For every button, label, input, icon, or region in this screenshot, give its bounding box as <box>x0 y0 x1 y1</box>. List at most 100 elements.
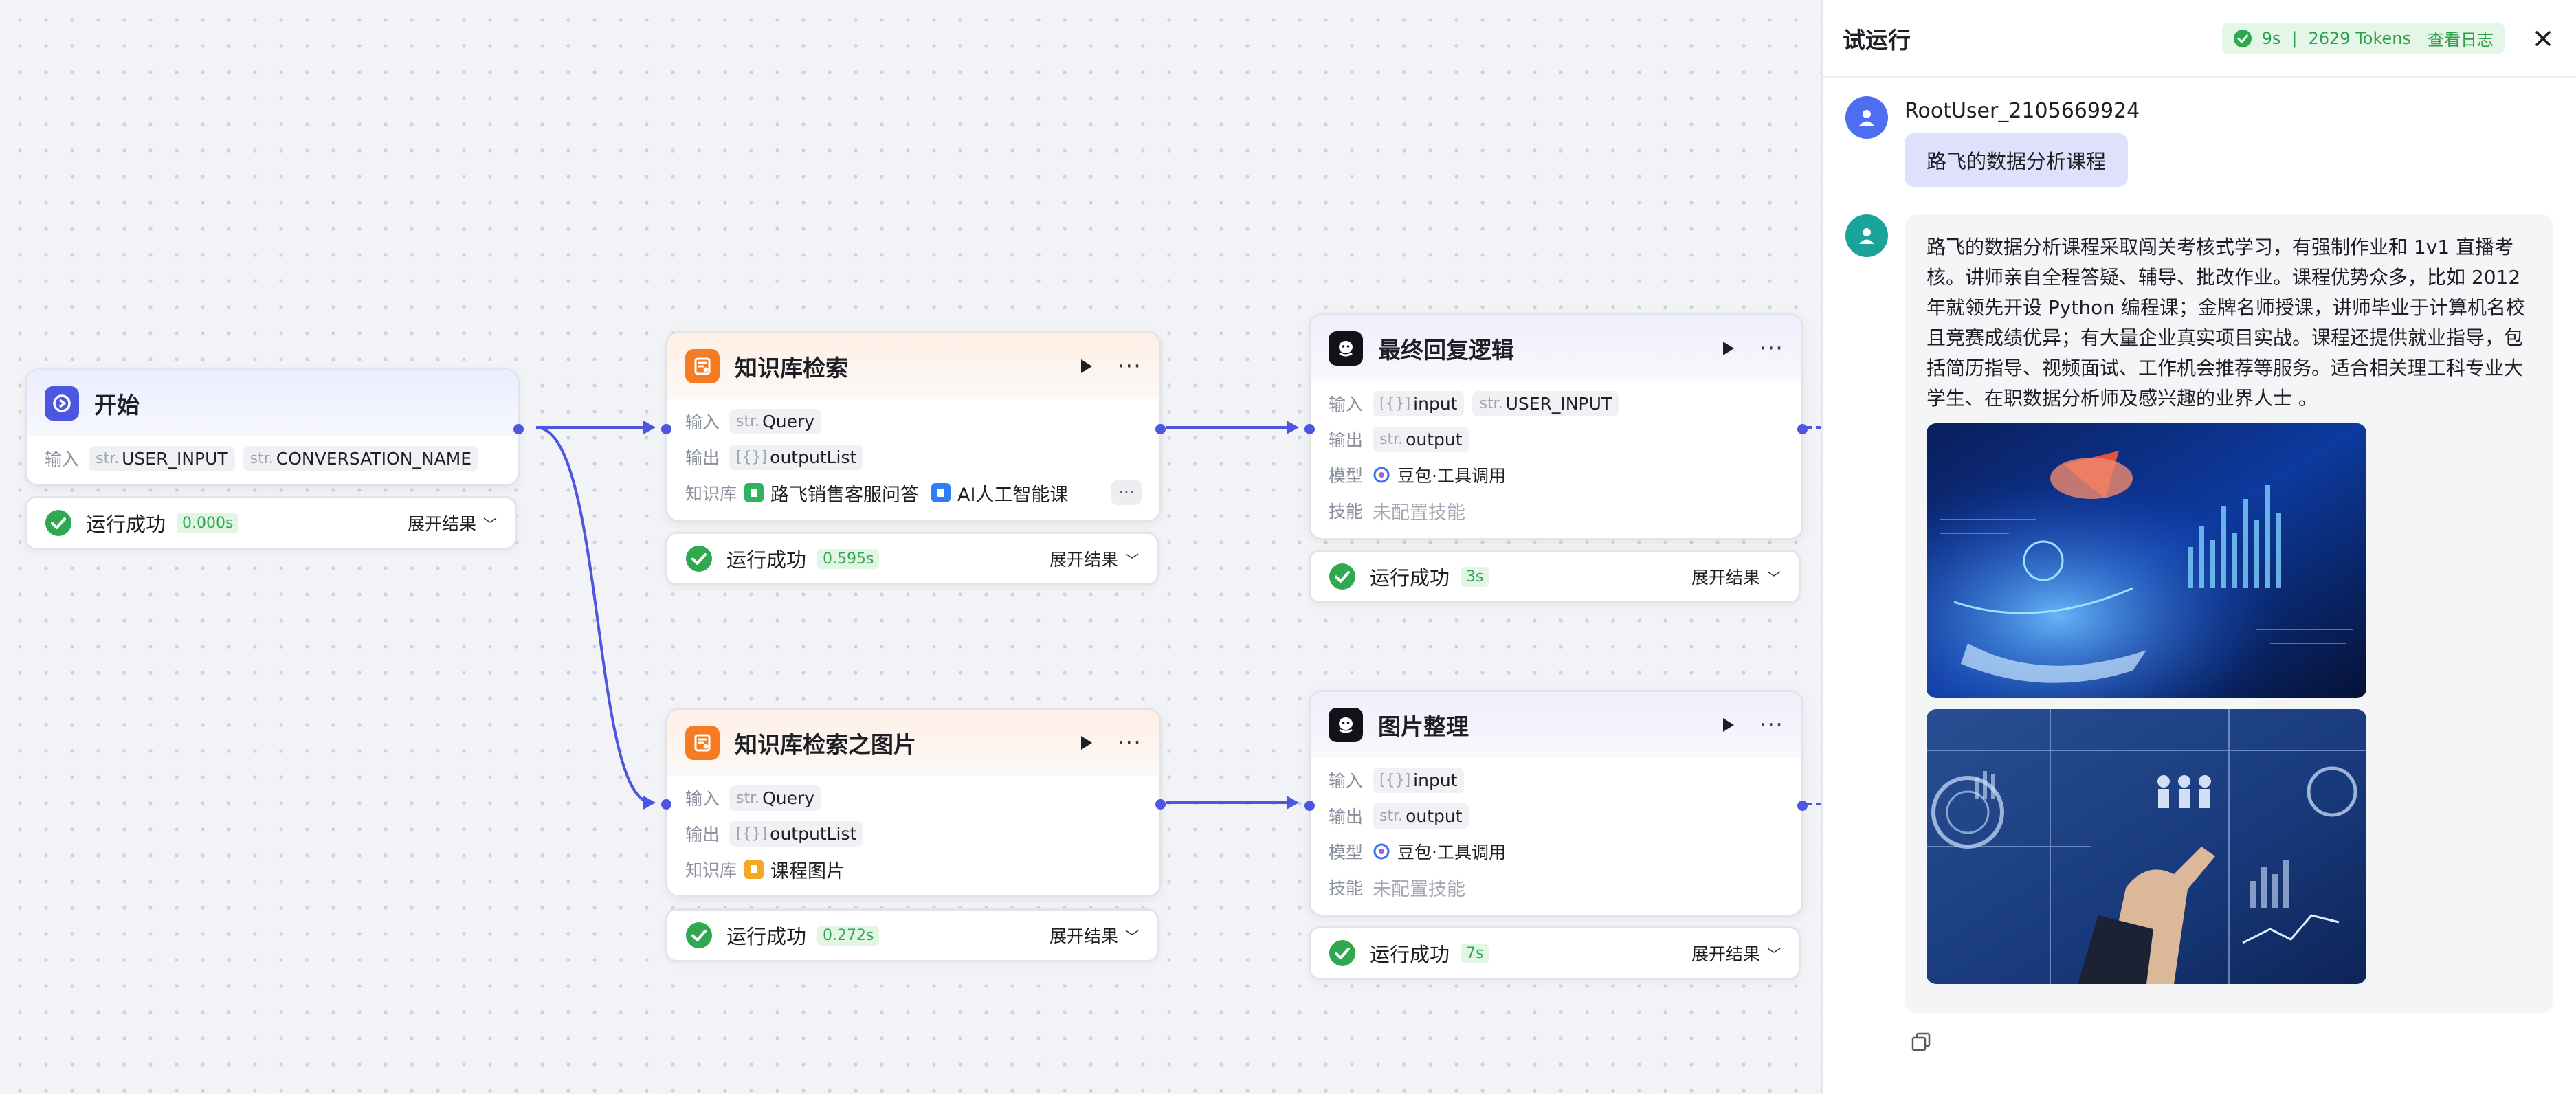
start-icon <box>45 386 79 421</box>
llm-icon <box>1329 708 1363 742</box>
image-sort-input-tag: [{}]input <box>1373 767 1465 793</box>
kb-search-output-tag: [{}]outputList <box>729 444 864 470</box>
final-reply-input-port[interactable] <box>1304 424 1315 434</box>
final-reply-output-row: 输出 str.output <box>1329 421 1784 457</box>
play-icon <box>1722 342 1734 355</box>
image-sort-node[interactable]: 图片整理 ··· 输入 [{}]input 输出 str.output 模型 豆… <box>1304 690 1808 917</box>
kb-chip-0[interactable]: 路飞销售客服问答 <box>744 480 919 506</box>
kb-chip-1[interactable]: AI人工智能课 <box>931 480 1068 506</box>
final-reply-output-port[interactable] <box>1797 424 1808 434</box>
start-node-title: 开始 <box>94 392 140 418</box>
start-node-body: 输入 str.USER_INPUT str.CONVERSATION_NAME <box>27 436 518 487</box>
view-log-link[interactable]: 查看日志 <box>2428 30 2494 49</box>
image-sort-result-time: 7s <box>1461 943 1489 963</box>
kb-image-more-button[interactable]: ··· <box>1117 729 1142 757</box>
start-input-label: 输入 <box>45 449 80 469</box>
image-sort-output-label: 输出 <box>1329 807 1364 827</box>
kb-image-output-label: 输出 <box>685 825 720 845</box>
kb-search-kb-label: 知识库 <box>685 484 737 504</box>
copy-icon[interactable] <box>1910 1031 1932 1053</box>
start-node[interactable]: 开始 输入 str.USER_INPUT str.CONVERSATION_NA… <box>25 368 524 487</box>
image-sort-run-button[interactable] <box>1714 711 1742 739</box>
image-sort-header: 图片整理 ··· <box>1311 692 1801 758</box>
image-kb-icon <box>744 860 764 879</box>
kb-search-run-button[interactable] <box>1072 353 1100 380</box>
document-icon <box>744 483 764 502</box>
workflow-canvas[interactable]: 开始 输入 str.USER_INPUT str.CONVERSATION_NA… <box>0 0 1821 1094</box>
final-reply-expand-button[interactable]: 展开结果﹀ <box>1691 568 1781 588</box>
image-sort-output-port[interactable] <box>1797 801 1808 811</box>
kb-image-input-port[interactable] <box>661 799 671 810</box>
final-reply-more-button[interactable]: ··· <box>1759 335 1784 362</box>
kb-search-output-port[interactable] <box>1155 424 1166 434</box>
kb-search-more-button[interactable]: ··· <box>1117 353 1142 380</box>
kb-search-kb-row: 知识库 路飞销售客服问答 AI人工智能课 ··· <box>685 475 1142 511</box>
play-icon <box>1080 736 1092 750</box>
arrow-kb-final <box>1287 421 1299 434</box>
test-run-panel: 试运行 9s | 2629 Tokens 查看日志 RootUser_21056… <box>1821 0 2576 1094</box>
image-sort-body: 输入 [{}]input 输出 str.output 模型 豆包·工具调用 技能… <box>1311 758 1801 916</box>
check-circle-icon <box>686 546 712 572</box>
kb-search-node[interactable]: 知识库检索 ··· 输入 str.Query 输出 [{}]outputList… <box>661 331 1166 522</box>
kb-search-header: 知识库检索 ··· <box>667 333 1159 399</box>
kb-more-button[interactable]: ··· <box>1111 480 1142 505</box>
user-message: 路飞的数据分析课程 <box>1905 133 2129 187</box>
final-reply-skill-label: 技能 <box>1329 502 1364 522</box>
kb-image-run-button[interactable] <box>1072 729 1100 757</box>
final-reply-result-status: 运行成功 <box>1370 566 1450 590</box>
kb-search-input-row: 输入 str.Query <box>685 403 1142 439</box>
final-reply-node[interactable]: 最终回复逻辑 ··· 输入 [{}]input str.USER_INPUT 输… <box>1304 313 1808 540</box>
image-sort-input-port[interactable] <box>1304 801 1315 811</box>
image-sort-result-status: 运行成功 <box>1370 943 1450 966</box>
kb-image-expand-button[interactable]: 展开结果﹀ <box>1049 926 1139 946</box>
doubao-logo-icon <box>1373 467 1390 483</box>
run-status-pill: 9s | 2629 Tokens 查看日志 <box>2221 23 2505 54</box>
start-result-time: 0.000s <box>177 513 239 533</box>
kb-image-result-bar: 运行成功 0.272s 展开结果﹀ <box>665 908 1159 962</box>
play-icon <box>1080 359 1092 373</box>
play-icon <box>1722 718 1734 732</box>
kb-image-title: 知识库检索之图片 <box>735 731 916 758</box>
document-icon <box>931 483 951 502</box>
image-sort-expand-button[interactable]: 展开结果﹀ <box>1691 944 1781 964</box>
final-reply-run-button[interactable] <box>1714 335 1742 362</box>
status-separator: | <box>2291 28 2298 48</box>
start-expand-button[interactable]: 展开结果﹀ <box>407 514 497 534</box>
kb-image-kb-label: 知识库 <box>685 860 737 880</box>
check-circle-icon <box>45 510 71 536</box>
knowledge-icon <box>685 726 720 760</box>
kb-image-chip-0[interactable]: 课程图片 <box>744 856 845 883</box>
bot-avatar <box>1845 214 1888 257</box>
close-panel-button[interactable] <box>2529 25 2557 52</box>
final-reply-skill-row: 技能 未配置技能 <box>1329 493 1784 528</box>
course-image-2[interactable] <box>1927 709 2366 984</box>
final-reply-input-row: 输入 [{}]input str.USER_INPUT <box>1329 386 1784 421</box>
edge-start-kbimage <box>535 426 652 804</box>
user-icon <box>1859 110 1874 126</box>
image-sort-more-button[interactable]: ··· <box>1759 711 1784 739</box>
kb-image-header: 知识库检索之图片 ··· <box>667 710 1159 776</box>
kb-image-output-port[interactable] <box>1155 799 1166 810</box>
image-sort-input-label: 输入 <box>1329 771 1364 791</box>
image-sort-output-row: 输出 str.output <box>1329 798 1784 834</box>
start-result-bar: 运行成功 0.000s 展开结果﹀ <box>25 496 517 550</box>
kb-image-input-row: 输入 str.Query <box>685 780 1142 816</box>
kb-search-expand-button[interactable]: 展开结果﹀ <box>1049 550 1139 570</box>
final-reply-body: 输入 [{}]input str.USER_INPUT 输出 str.outpu… <box>1311 381 1801 539</box>
arrow-start-kbimage <box>643 796 656 810</box>
arrow-kbimage-sort <box>1287 796 1299 810</box>
kb-search-input-port[interactable] <box>661 424 671 434</box>
check-circle-icon <box>1329 940 1355 966</box>
image-sort-skill: 未配置技能 <box>1373 878 1465 900</box>
bot-user-icon <box>1859 228 1874 244</box>
course-image-1[interactable] <box>1927 423 2366 698</box>
start-input-row: 输入 str.USER_INPUT str.CONVERSATION_NAME <box>45 440 500 476</box>
start-input-tag-1: str.CONVERSATION_NAME <box>243 445 479 471</box>
kb-search-input-tag: str.Query <box>729 408 822 434</box>
image-sort-model[interactable]: 豆包·工具调用 <box>1373 839 1506 864</box>
start-output-port[interactable] <box>513 424 524 434</box>
image-sort-model-label: 模型 <box>1329 842 1364 862</box>
final-reply-model[interactable]: 豆包·工具调用 <box>1373 462 1506 487</box>
kb-image-node[interactable]: 知识库检索之图片 ··· 输入 str.Query 输出 [{}]outputL… <box>661 708 1166 897</box>
start-result-status: 运行成功 <box>86 513 166 536</box>
